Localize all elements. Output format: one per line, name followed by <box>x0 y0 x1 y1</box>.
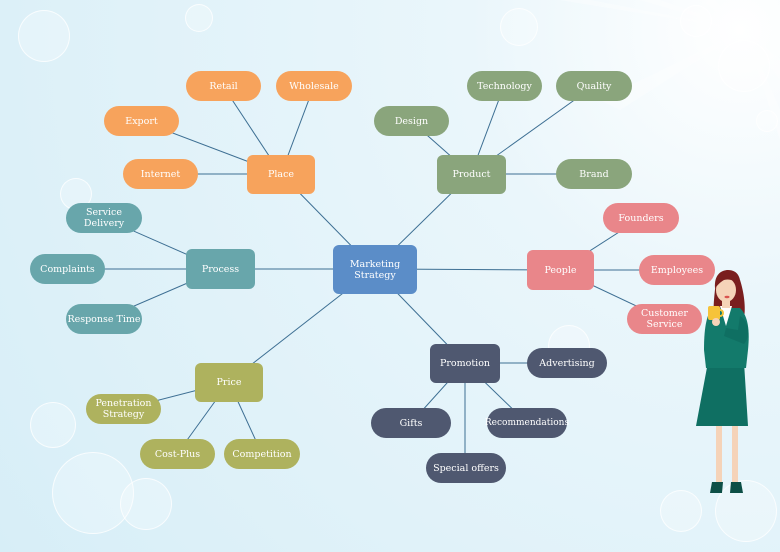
founders-node[interactable]: Founders <box>603 203 679 233</box>
bubble-decoration <box>718 40 770 92</box>
gifts-node[interactable]: Gifts <box>371 408 451 438</box>
promotion-node[interactable]: Promotion <box>430 344 500 383</box>
center-node[interactable]: Marketing Strategy <box>333 245 417 294</box>
bubble-decoration <box>680 5 712 37</box>
advertising-node[interactable]: Advertising <box>527 348 607 378</box>
internet-node[interactable]: Internet <box>123 159 198 189</box>
price-node[interactable]: Price <box>195 363 263 402</box>
bubble-decoration <box>30 402 76 448</box>
service-delivery-node[interactable]: Service Delivery <box>66 203 142 233</box>
employees-node[interactable]: Employees <box>639 255 715 285</box>
cost-plus-node[interactable]: Cost-Plus <box>140 439 215 469</box>
people-node[interactable]: People <box>527 250 594 290</box>
bubble-decoration <box>185 4 213 32</box>
bubble-decoration <box>52 452 134 534</box>
complaints-node[interactable]: Complaints <box>30 254 105 284</box>
process-node[interactable]: Process <box>186 249 255 289</box>
bubble-decoration <box>715 480 777 542</box>
customer-service-node[interactable]: Customer Service <box>627 304 702 334</box>
bubble-decoration <box>660 490 702 532</box>
export-node[interactable]: Export <box>104 106 179 136</box>
place-node[interactable]: Place <box>247 155 315 194</box>
bubble-decoration <box>500 8 538 46</box>
response-time-node[interactable]: Response Time <box>66 304 142 334</box>
design-node[interactable]: Design <box>374 106 449 136</box>
special-offers-node[interactable]: Special offers <box>426 453 506 483</box>
bubble-decoration <box>18 10 70 62</box>
bubble-decoration <box>756 110 778 132</box>
product-node[interactable]: Product <box>437 155 506 194</box>
recommendations-node[interactable]: Recommendations <box>485 408 569 438</box>
retail-node[interactable]: Retail <box>186 71 261 101</box>
penetration-strategy-node[interactable]: Penetration Strategy <box>86 394 161 424</box>
competition-node[interactable]: Competition <box>224 439 300 469</box>
bubble-decoration <box>120 478 172 530</box>
technology-node[interactable]: Technology <box>467 71 542 101</box>
quality-node[interactable]: Quality <box>556 71 632 101</box>
wholesale-node[interactable]: Wholesale <box>276 71 352 101</box>
brand-node[interactable]: Brand <box>556 159 632 189</box>
